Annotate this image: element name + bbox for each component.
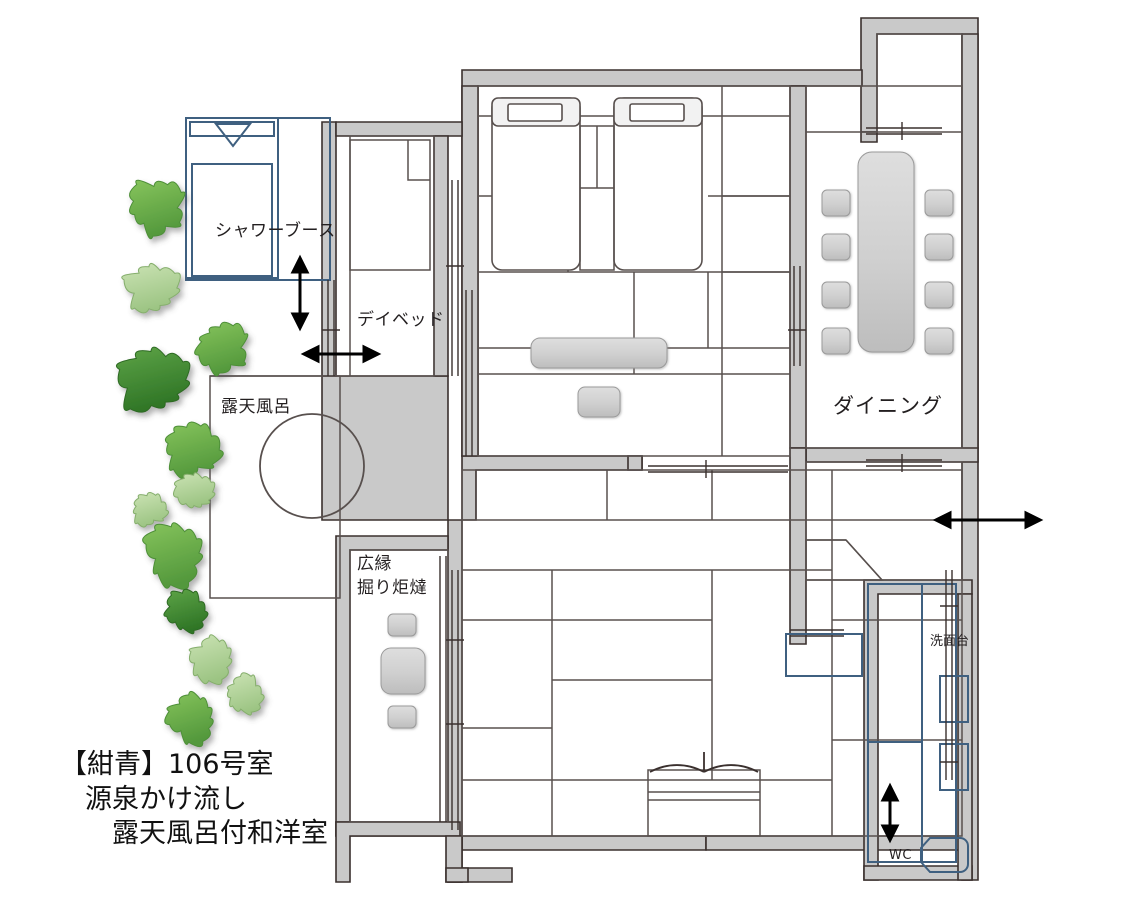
landscape-trees [116, 179, 265, 748]
label-dining: ダイニング [833, 394, 943, 418]
label-horigotatsu: 掘り炬燵 [357, 578, 427, 598]
nightstand-center [579, 125, 615, 271]
tree-mid [129, 179, 186, 240]
tree-mid [142, 522, 204, 590]
drain-triangle-icon [213, 123, 253, 148]
label-open-air-bath: 露天風呂 [221, 397, 291, 417]
tree-mid [194, 321, 249, 377]
label-day-bed: デイベッド [357, 310, 445, 330]
sliding-door-symbols [322, 122, 958, 830]
dining-table [857, 151, 915, 353]
title-line-1: 【紺青】106号室 [60, 749, 274, 780]
sofa-bench [530, 337, 668, 369]
interior-outlines [209, 33, 963, 837]
fixture-outlines [185, 117, 969, 863]
bed-left [491, 97, 581, 271]
label-washbasin: 洗面台 [930, 634, 970, 649]
door-direction-arrows [290, 254, 1044, 844]
plan-title-block: 【紺青】106号室 源泉かけ流し 露天風呂付和洋室 [60, 748, 328, 852]
tree-mid [164, 690, 214, 748]
label-hiroen: 広縁 [357, 554, 392, 574]
tree-light [121, 262, 181, 314]
tree-light [173, 472, 216, 509]
dining-chairs [821, 189, 954, 355]
tree-dark [163, 588, 209, 635]
entry-door-swing [649, 752, 759, 773]
tree-light [226, 672, 265, 716]
label-wc: WC [889, 848, 912, 863]
toilet-fixture [920, 837, 969, 873]
side-table [577, 386, 621, 418]
wall-step-bottom-left [335, 821, 469, 883]
bath-tub [259, 413, 365, 519]
tree-dark [116, 346, 191, 413]
title-line-2: 源泉かけ流し [85, 783, 247, 815]
tree-mid [164, 421, 224, 480]
tree-light [132, 492, 170, 528]
kotatsu-set [380, 613, 426, 729]
title-line-3: 露天風呂付和洋室 [112, 818, 328, 850]
tree-light [188, 634, 233, 685]
label-shower-booth: シャワーブース [215, 221, 336, 241]
bed-right [613, 97, 703, 271]
